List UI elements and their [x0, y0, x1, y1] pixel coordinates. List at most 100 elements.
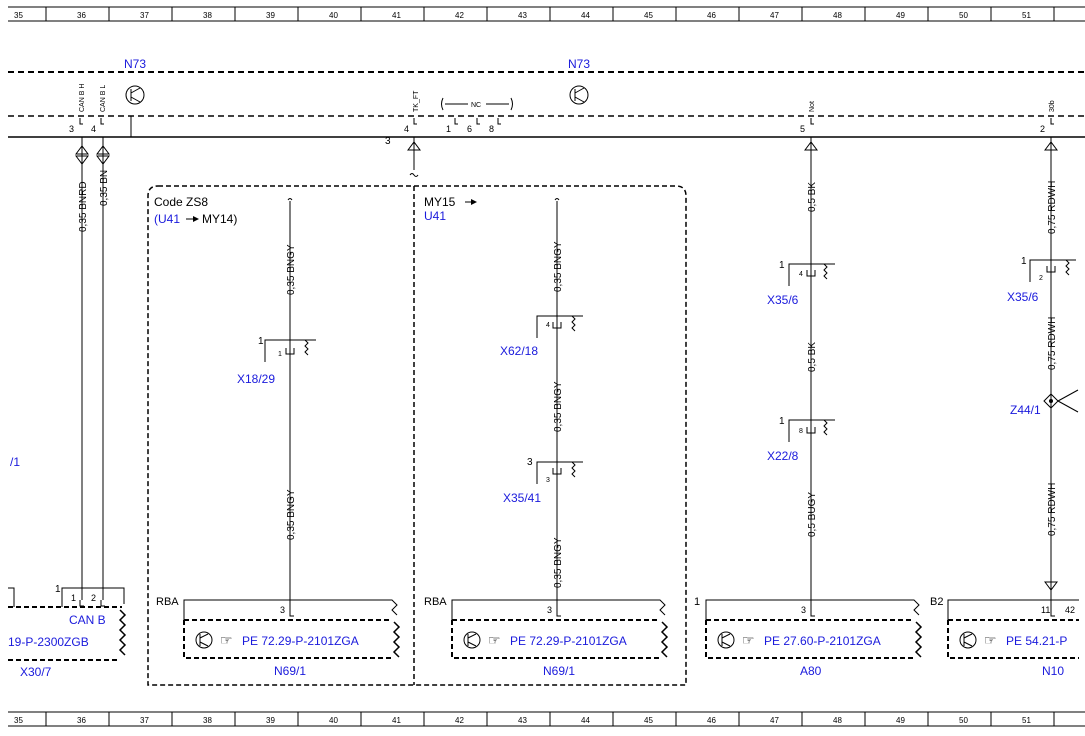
svg-text:1: 1 — [278, 351, 282, 358]
pin-number: 2 — [1040, 124, 1045, 134]
svg-text:2: 2 — [1039, 275, 1043, 282]
transistor-icon — [717, 631, 735, 649]
svg-text:42: 42 — [1065, 605, 1075, 615]
nc-bracket: NC — [441, 97, 513, 111]
svg-text:11: 11 — [1041, 605, 1050, 615]
module-tag: RBA — [156, 596, 179, 608]
connector-x62-18: 4 X62/18 — [500, 315, 583, 358]
ruler-label: 49 — [896, 716, 905, 725]
module-a80: 3 1 ☞ PE 27.60-P-2101ZGA — [694, 596, 923, 659]
zs8-sub-a: (U41 — [154, 212, 180, 226]
wire-label: 0,75 RDWH — [1047, 483, 1058, 536]
pin-number: 4 — [91, 124, 96, 134]
ruler-label: 41 — [392, 11, 401, 20]
arrow-up-icon — [407, 141, 421, 151]
connector-x35-6-b: 1 2 X35/6 — [1007, 256, 1076, 304]
wire-label: 0,35 BNGY — [553, 381, 564, 432]
wire-break-icon — [409, 173, 419, 177]
module-ref[interactable]: PE 54.21-P — [1006, 634, 1067, 648]
svg-text:4: 4 — [546, 322, 550, 329]
wire-label: 0,5 BK — [807, 342, 818, 372]
ruler-label: 47 — [770, 11, 779, 20]
connector-x35-41: 3 3 X35/41 — [503, 457, 583, 505]
module-label: A80 — [800, 664, 822, 678]
svg-text:3: 3 — [547, 605, 552, 615]
transistor-icon — [195, 631, 213, 649]
bidirectional-arrow-icon — [75, 145, 110, 165]
ruler-label: 44 — [581, 11, 590, 20]
ruler-label: 39 — [266, 716, 275, 725]
ruler-label: 44 — [581, 716, 590, 725]
branch-label: 3 — [385, 136, 391, 147]
ruler-label: 42 — [455, 11, 464, 20]
ruler-label: 50 — [959, 716, 968, 725]
svg-text:1: 1 — [1021, 256, 1027, 267]
ruler-label: 47 — [770, 716, 779, 725]
ruler-label: 49 — [896, 11, 905, 20]
svg-text:X22/8: X22/8 — [767, 449, 799, 463]
splice-z44-1: Z44/1 — [1010, 389, 1079, 417]
wire-label: 0,35 BN — [99, 170, 110, 206]
svg-text:4: 4 — [799, 271, 803, 278]
svg-text:19-P-2300ZGB: 19-P-2300ZGB — [8, 635, 89, 649]
ruler-label: 46 — [707, 716, 716, 725]
module-label: N69/1 — [543, 664, 575, 678]
module-ref[interactable]: PE 27.60-P-2101ZGA — [764, 634, 881, 648]
module-ref[interactable]: PE 72.29-P-2101ZGA — [242, 634, 359, 648]
ruler-label: 45 — [644, 716, 653, 725]
ruler-label: 37 — [140, 11, 149, 20]
zs8-title: Code ZS8 — [154, 195, 208, 209]
my15-sub: U41 — [424, 209, 446, 223]
module-tag: 1 — [694, 596, 700, 608]
pin-30b-label: 30b — [1049, 100, 1056, 112]
pin-tk-label: TK_FT — [413, 90, 420, 112]
pin-can-h-label: CAN B H — [79, 84, 86, 112]
svg-text:3: 3 — [527, 457, 533, 468]
ruler-label: 45 — [644, 11, 653, 20]
pin-number: 4 — [404, 124, 409, 134]
arrow-up-icon — [804, 141, 818, 151]
svg-text:1: 1 — [779, 260, 785, 271]
ruler-label: 41 — [392, 716, 401, 725]
wire-label: 0,35 BNGY — [286, 244, 297, 295]
svg-text:X62/18: X62/18 — [500, 344, 538, 358]
ruler-label: 36 — [77, 716, 86, 725]
wire-label: 0,35 BNGY — [553, 241, 564, 292]
svg-text:3: 3 — [801, 605, 806, 615]
module-x30-7: 1 1 2 CAN B 19-P-2300ZGB X30/7 — [8, 584, 127, 679]
svg-text:X35/6: X35/6 — [767, 293, 799, 307]
pin-not-label: Not — [809, 101, 816, 112]
wire-label: 0,35 BNRD — [78, 181, 89, 232]
module-ref[interactable]: PE 72.29-P-2101ZGA — [510, 634, 627, 648]
wire-label: 0,5 BK — [807, 182, 818, 212]
connector-x18-29: 1 1 X18/29 — [237, 336, 316, 386]
ruler-label: 36 — [77, 11, 86, 20]
pin-can-l-label: CAN B L — [100, 85, 107, 112]
pointing-hand-icon: ☞ — [220, 632, 233, 648]
svg-text:2: 2 — [91, 593, 96, 603]
ruler-label: 51 — [1022, 11, 1031, 20]
svg-text:X18/29: X18/29 — [237, 372, 275, 386]
pointing-hand-icon: ☞ — [742, 632, 755, 648]
ruler-label: 35 — [14, 11, 23, 20]
ruler-label: 39 — [266, 11, 275, 20]
ruler-label: 43 — [518, 716, 527, 725]
connector-x22-8: 1 8 X22/8 — [767, 416, 835, 463]
svg-text:1: 1 — [71, 593, 76, 603]
connector-x35-6-a: 1 4 X35/6 — [767, 260, 835, 307]
edge-label: /1 — [10, 455, 20, 469]
wire-label: 0,75 RDWH — [1047, 317, 1058, 370]
svg-text:1: 1 — [258, 336, 264, 347]
wire-label: 0,75 RDWH — [1047, 181, 1058, 234]
svg-text:1: 1 — [779, 416, 785, 427]
ruler-label: 42 — [455, 716, 464, 725]
svg-text:8: 8 — [799, 428, 803, 435]
svg-text:3: 3 — [546, 477, 550, 484]
ruler-label: 38 — [203, 716, 212, 725]
module-label: N69/1 — [274, 664, 306, 678]
pin-number: 3 — [69, 124, 74, 134]
